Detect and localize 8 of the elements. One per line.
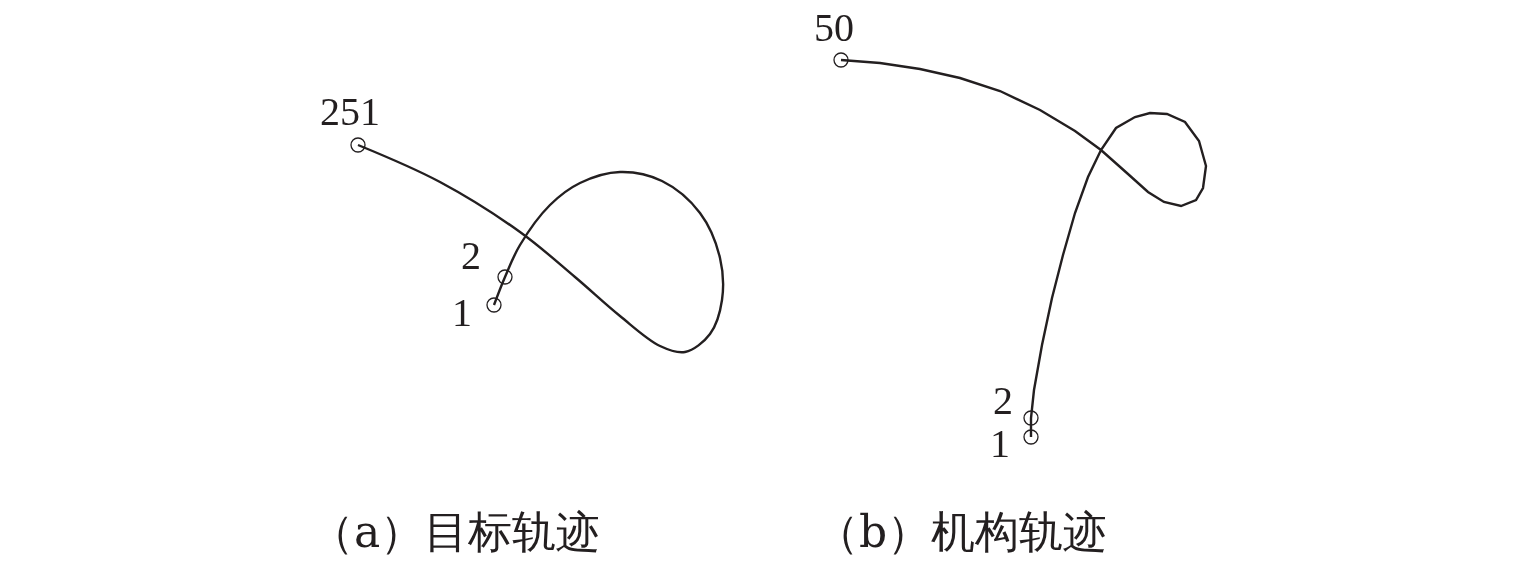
- point-number: 1: [990, 424, 1010, 464]
- point-number: 2: [461, 236, 481, 276]
- subfigure-caption: （b）机构轨迹: [815, 510, 1108, 554]
- point-number: 50: [814, 8, 854, 48]
- point-number: 1: [452, 293, 472, 333]
- point-number: 2: [993, 381, 1013, 421]
- subfigure-caption: （a）目标轨迹: [310, 510, 601, 554]
- point-number: 251: [320, 92, 380, 132]
